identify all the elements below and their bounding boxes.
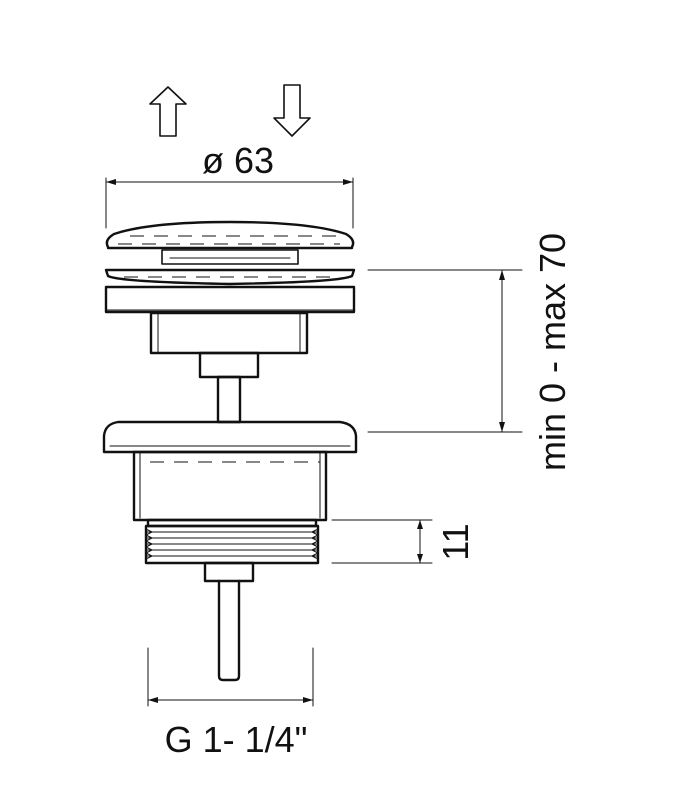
thread-section [144, 524, 320, 565]
thread-length-dimension: 11 [331, 519, 476, 564]
thread-size-label: G 1- 1/4" [165, 719, 308, 760]
thread-size-dimension: G 1- 1/4" [147, 647, 314, 760]
waste-cap [105, 220, 355, 265]
height-range-dimension: min 0 - max 70 [367, 233, 573, 471]
diameter-label: ø 63 [202, 140, 274, 181]
height-range-label: min 0 - max 70 [532, 233, 573, 471]
arrow-down-icon [273, 84, 311, 137]
upper-body [149, 311, 309, 424]
upper-flange [104, 268, 356, 314]
tail-pin [203, 561, 255, 682]
arrow-up-icon [149, 86, 187, 137]
diameter-dimension: ø 63 [105, 140, 354, 229]
lower-body [132, 450, 328, 528]
lower-flange [102, 420, 358, 454]
thread-length-label: 11 [435, 523, 476, 560]
